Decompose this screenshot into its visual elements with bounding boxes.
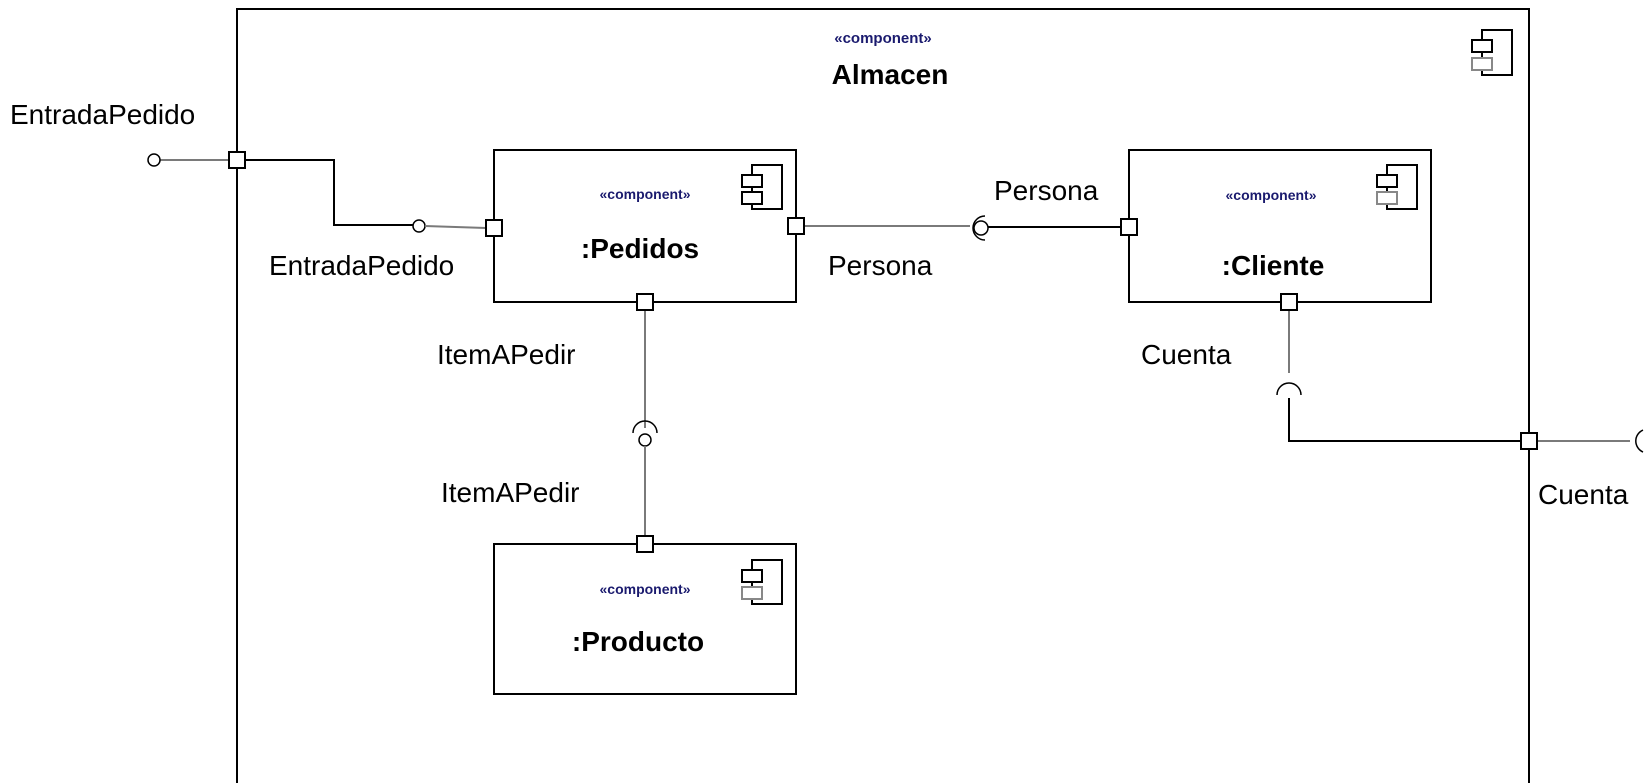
almacen-stereotype: «component»: [834, 30, 932, 47]
persona-connector: [804, 215, 1121, 241]
persona-cliente-label: Persona: [994, 175, 1099, 206]
pedidos-component-icon: [741, 164, 783, 210]
cliente-component-icon: [1376, 164, 1418, 210]
cliente-persona-port: [1120, 218, 1138, 236]
cuenta-outer-port: [1520, 432, 1538, 450]
cliente-stereotype: «component»: [1225, 187, 1317, 203]
producto-box: [493, 543, 797, 695]
item-a-pedir-producto-label: ItemAPedir: [441, 477, 580, 508]
producto-component-icon: [741, 559, 783, 605]
item-a-pedir-pedidos-label: ItemAPedir: [437, 339, 576, 370]
producto-item-port: [636, 535, 654, 553]
almacen-component-icon: [1471, 29, 1513, 76]
cuenta-connector: [1276, 310, 1644, 453]
entrada-outer-port: [228, 151, 246, 169]
pedidos-persona-port: [787, 217, 805, 235]
pedidos-stereotype: «component»: [599, 186, 691, 202]
entrada-pedido-connector: [147, 153, 487, 233]
pedidos-item-port: [636, 293, 654, 311]
entrada-pedido-inner-label: EntradaPedido: [269, 250, 455, 281]
cliente-cuenta-port: [1280, 293, 1298, 311]
persona-pedidos-label: Persona: [828, 250, 933, 281]
entrada-pedido-outer-label: EntradaPedido: [10, 99, 196, 130]
cuenta-outer-label: Cuenta: [1538, 479, 1629, 510]
producto-stereotype: «component»: [599, 581, 691, 597]
pedidos-name: :Pedidos: [580, 233, 700, 264]
producto-name: :Producto: [571, 626, 705, 657]
pedidos-entrada-port: [485, 219, 503, 237]
cuenta-cliente-label: Cuenta: [1141, 339, 1232, 370]
pedidos-box: [493, 149, 797, 303]
almacen-box: [236, 8, 1530, 783]
cliente-name: :Cliente: [1221, 250, 1325, 281]
almacen-title: Almacen: [831, 59, 949, 90]
item-a-pedir-connector: [632, 310, 658, 536]
